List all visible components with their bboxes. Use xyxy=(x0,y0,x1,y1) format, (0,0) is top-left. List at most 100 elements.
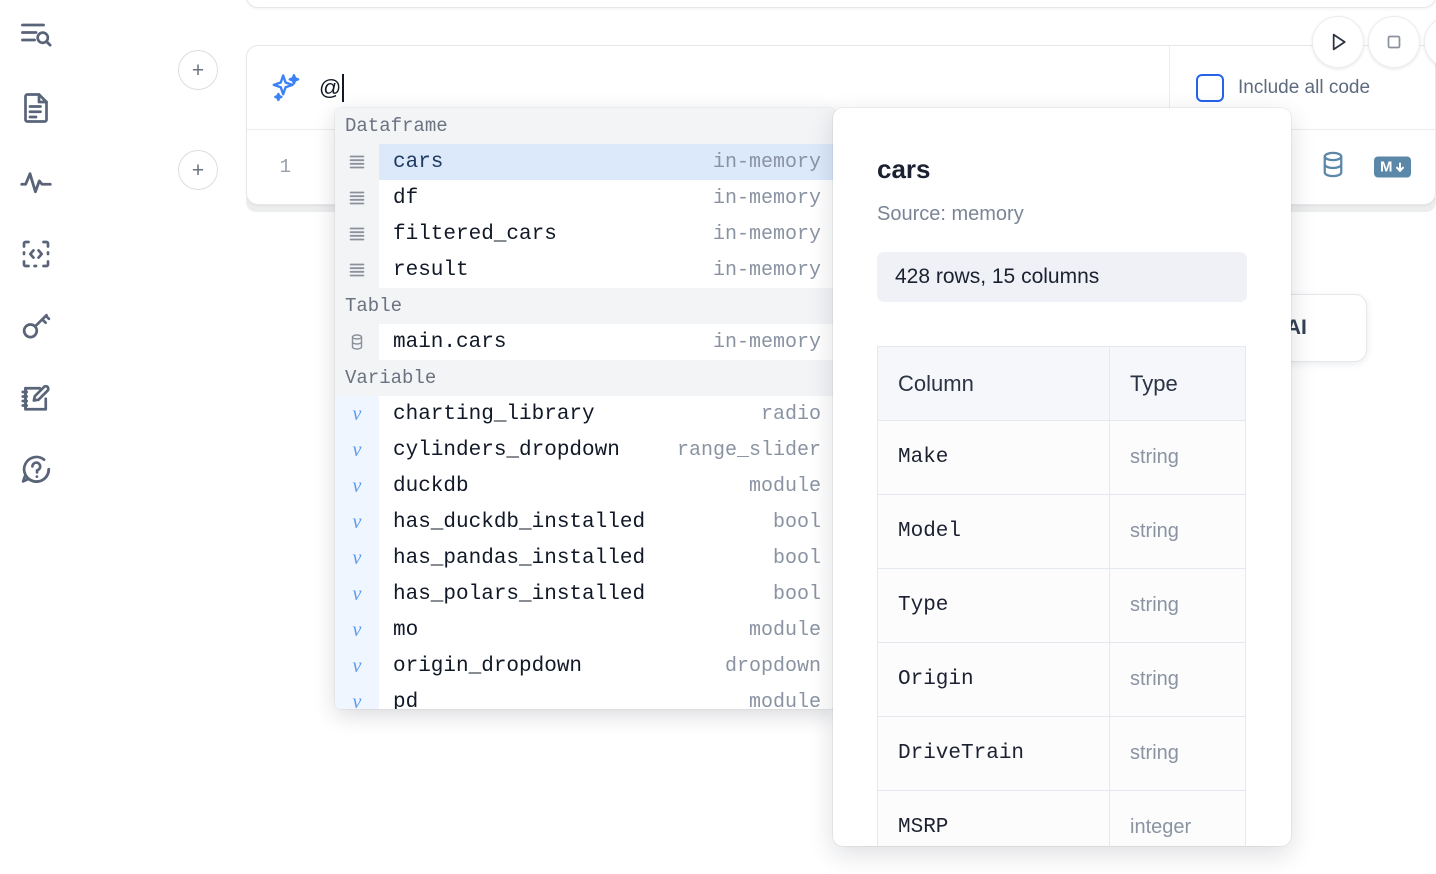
add-cell-button-bottom[interactable]: + xyxy=(178,150,218,190)
autocomplete-item-type: in-memory xyxy=(713,259,835,282)
column-type-cell: string xyxy=(1110,495,1246,569)
autocomplete-item-type: in-memory xyxy=(713,187,835,210)
table-header-row: ColumnType xyxy=(878,347,1246,421)
variable-icon: v xyxy=(335,648,379,684)
autocomplete-item-name: mo xyxy=(379,619,749,642)
markdown-icon[interactable]: M xyxy=(1374,157,1411,178)
autocomplete-item-name: duckdb xyxy=(379,475,749,498)
autocomplete-item-name: pd xyxy=(379,691,749,710)
autocomplete-item-name: cars xyxy=(379,151,713,174)
variable-icon: v xyxy=(335,540,379,576)
ai-prompt-value: @ xyxy=(319,75,341,101)
autocomplete-item-name: charting_library xyxy=(379,403,761,426)
autocomplete-item-type: bool xyxy=(773,547,835,570)
table-header-cell: Column xyxy=(878,347,1110,421)
variable-icon: v xyxy=(335,612,379,648)
autocomplete-item[interactable]: carsin-memory xyxy=(335,144,835,180)
autocomplete-item-type: dropdown xyxy=(725,655,835,678)
stop-button[interactable] xyxy=(1368,16,1420,68)
autocomplete-item-name: has_duckdb_installed xyxy=(379,511,773,534)
autocomplete-item[interactable]: vcylinders_dropdownrange_slider xyxy=(335,432,835,468)
table-icon xyxy=(335,324,379,360)
autocomplete-item[interactable]: vhas_polars_installedbool xyxy=(335,576,835,612)
autocomplete-item-name: has_polars_installed xyxy=(379,583,773,606)
include-all-code-label: Include all code xyxy=(1238,77,1370,99)
column-type-cell: string xyxy=(1110,569,1246,643)
autocomplete-item-name: result xyxy=(379,259,713,282)
table-row: Modelstring xyxy=(878,495,1246,569)
autocomplete-group-header: Variable xyxy=(335,360,835,396)
dataframe-icon xyxy=(335,216,379,252)
document-icon[interactable] xyxy=(10,82,62,134)
column-type-cell: string xyxy=(1110,717,1246,791)
column-name-cell: Origin xyxy=(878,643,1110,717)
autocomplete-group-header: Table xyxy=(335,288,835,324)
autocomplete-item[interactable]: vcharting_libraryradio xyxy=(335,396,835,432)
table-row: Makestring xyxy=(878,421,1246,495)
column-name-cell: Type xyxy=(878,569,1110,643)
autocomplete-item-type: module xyxy=(749,475,835,498)
cell-action-icons: M xyxy=(1318,150,1411,185)
variable-icon: v xyxy=(335,576,379,612)
autocomplete-item-name: df xyxy=(379,187,713,210)
autocomplete-item-type: in-memory xyxy=(713,151,835,174)
variable-icon: v xyxy=(335,684,379,709)
run-button[interactable] xyxy=(1312,16,1364,68)
table-row: MSRPinteger xyxy=(878,791,1246,847)
variable-icon: v xyxy=(335,432,379,468)
autocomplete-item-name: has_pandas_installed xyxy=(379,547,773,570)
autocomplete-item[interactable]: filtered_carsin-memory xyxy=(335,216,835,252)
autocomplete-item-type: in-memory xyxy=(713,223,835,246)
column-name-cell: MSRP xyxy=(878,791,1110,847)
include-all-code-checkbox[interactable] xyxy=(1196,74,1224,102)
autocomplete-item-type: bool xyxy=(773,511,835,534)
scratchpad-icon[interactable] xyxy=(10,372,62,424)
detail-source: Source: memory xyxy=(877,203,1247,226)
variable-icon: v xyxy=(335,468,379,504)
autocomplete-item[interactable]: vhas_duckdb_installedbool xyxy=(335,504,835,540)
detail-schema-table: ColumnType MakestringModelstringTypestri… xyxy=(877,346,1246,846)
autocomplete-item-type: module xyxy=(749,691,835,710)
autocomplete-item[interactable]: main.carsin-memory xyxy=(335,324,835,360)
dataframe-icon xyxy=(335,144,379,180)
autocomplete-item[interactable]: dfin-memory xyxy=(335,180,835,216)
autocomplete-item[interactable]: vorigin_dropdowndropdown xyxy=(335,648,835,684)
autocomplete-item[interactable]: vhas_pandas_installedbool xyxy=(335,540,835,576)
autocomplete-item-type: in-memory xyxy=(713,331,835,354)
autocomplete-item-name: filtered_cars xyxy=(379,223,713,246)
line-number: 1 xyxy=(247,156,299,178)
autocomplete-item-type: module xyxy=(749,619,835,642)
table-header-cell: Type xyxy=(1110,347,1246,421)
left-icon-rail xyxy=(0,0,72,874)
column-type-cell: integer xyxy=(1110,791,1246,847)
help-chat-icon[interactable] xyxy=(10,444,62,496)
autocomplete-group-header: Dataframe xyxy=(335,108,835,144)
key-icon[interactable] xyxy=(10,300,62,352)
autocomplete-item-type: bool xyxy=(773,583,835,606)
column-name-cell: Model xyxy=(878,495,1110,569)
variable-icon: v xyxy=(335,396,379,432)
variable-icon: v xyxy=(335,504,379,540)
file-explorer-search-icon[interactable] xyxy=(10,8,62,60)
activity-icon[interactable] xyxy=(10,156,62,208)
ai-prompt-input[interactable]: @ xyxy=(319,68,1169,108)
dataframe-icon xyxy=(335,252,379,288)
column-type-cell: string xyxy=(1110,643,1246,717)
table-row: DriveTrainstring xyxy=(878,717,1246,791)
table-row: Typestring xyxy=(878,569,1246,643)
database-icon[interactable] xyxy=(1318,150,1348,185)
dataframe-icon xyxy=(335,180,379,216)
autocomplete-dropdown[interactable]: Dataframecarsin-memorydfin-memoryfiltere… xyxy=(335,108,835,709)
autocomplete-item[interactable]: resultin-memory xyxy=(335,252,835,288)
autocomplete-item[interactable]: vpdmodule xyxy=(335,684,835,709)
autocomplete-item-name: main.cars xyxy=(379,331,713,354)
autocomplete-item[interactable]: vmomodule xyxy=(335,612,835,648)
sparkle-icon xyxy=(269,71,303,105)
text-caret xyxy=(342,74,344,102)
add-cell-button-top[interactable]: + xyxy=(178,50,218,90)
detail-title: cars xyxy=(877,154,1247,185)
column-name-cell: Make xyxy=(878,421,1110,495)
autocomplete-item[interactable]: vduckdbmodule xyxy=(335,468,835,504)
embed-code-icon[interactable] xyxy=(10,228,62,280)
